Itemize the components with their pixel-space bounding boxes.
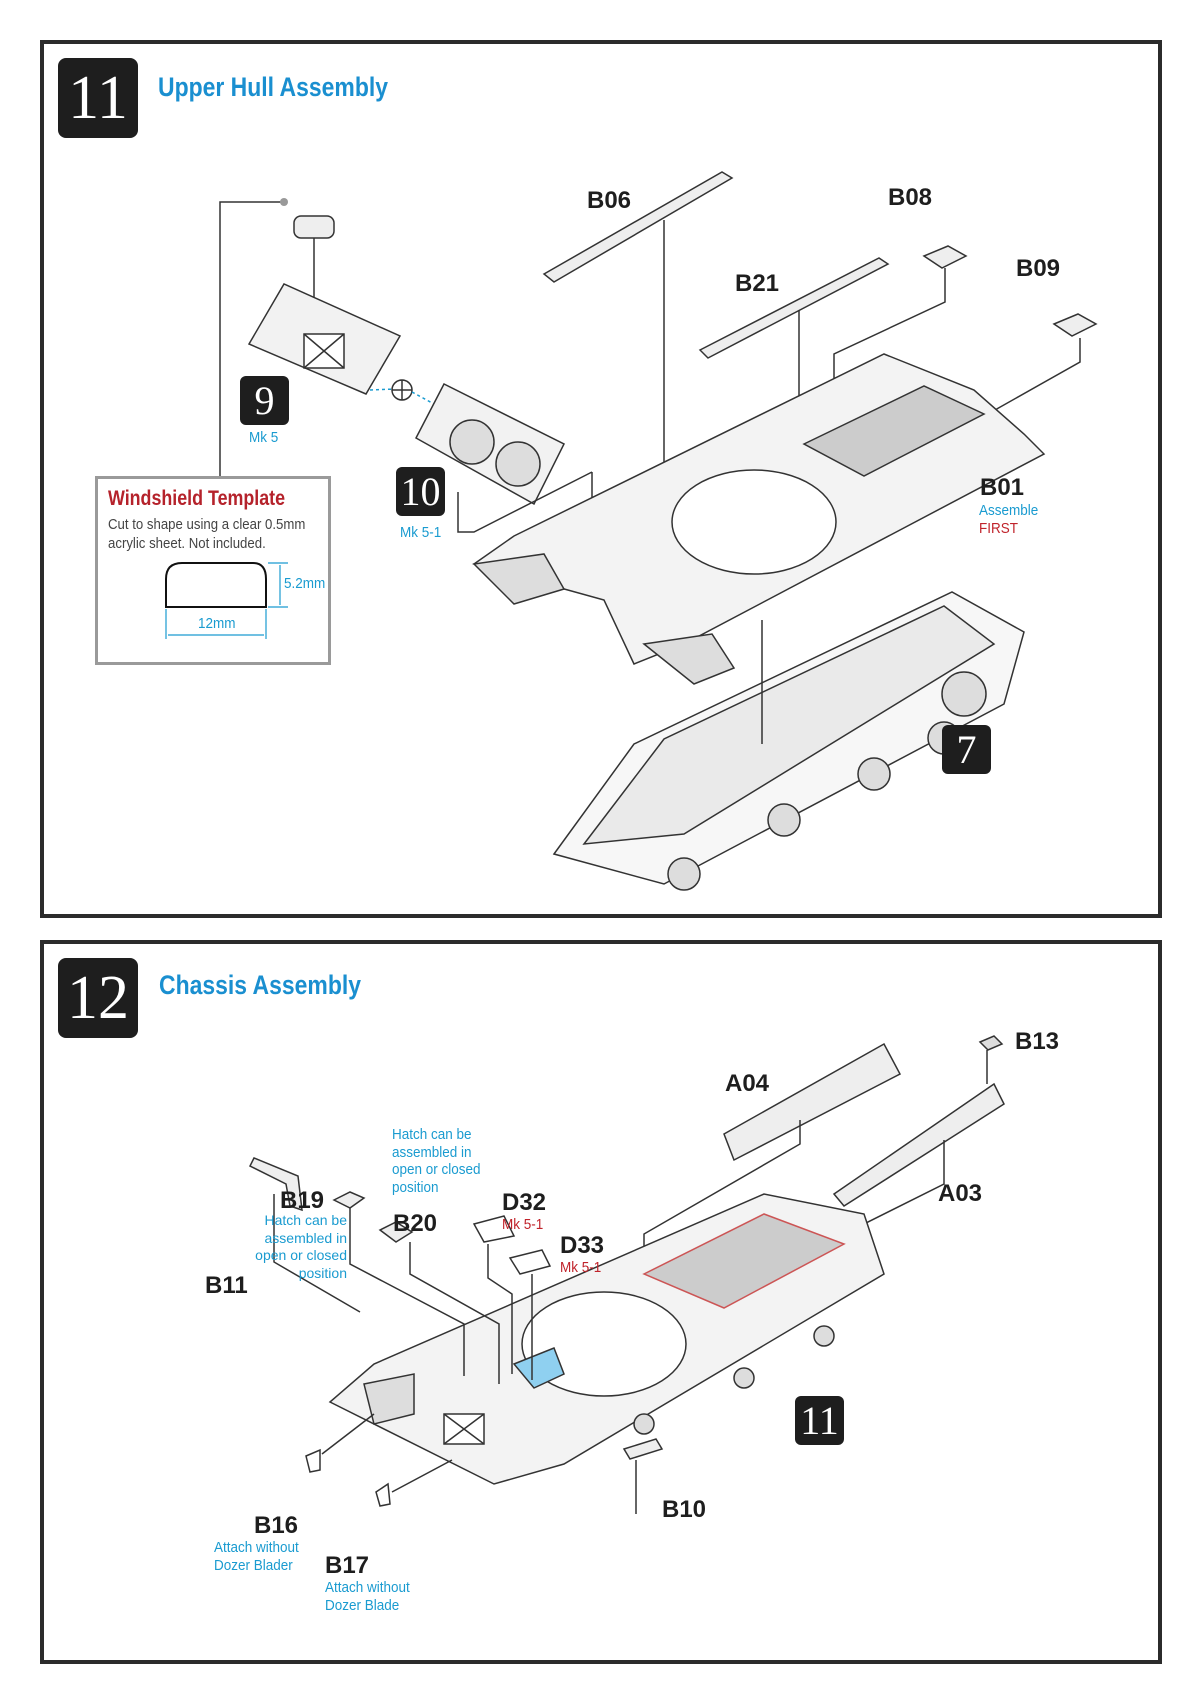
note-line: Attach without [214,1539,299,1556]
ref-step-11-badge: 11 [795,1396,844,1445]
part-label-a04: A04 [725,1070,770,1097]
windshield-desc-line2: acrylic sheet. Not included. [108,535,266,552]
b01-note: Assemble [979,502,1039,519]
note-line: position [298,1264,347,1281]
ref-step-7-badge: 7 [942,725,991,774]
part-label-b20: B20 [393,1210,438,1237]
note-line: Hatch can be [392,1126,472,1143]
part-b08 [922,245,968,269]
ref-step-9-badge: 9 [240,376,289,425]
part-label-d33: D33 [560,1232,605,1259]
step-title: Upper Hull Assembly [158,72,388,102]
note-line: Dozer Blade [325,1596,400,1614]
part-label-b13: B13 [1015,1028,1060,1055]
part-label-b09: B09 [1016,255,1061,282]
note-line: Attach without [325,1579,410,1596]
part-b19 [332,1191,366,1209]
d33-variant: Mk 5-1 [560,1259,602,1276]
step-12-panel: 12 Chassis Assembly B13 A04 A03 Hatch ca… [40,940,1162,1664]
part-label-b17: B17 [325,1552,370,1579]
part-label-d32: D32 [502,1189,547,1216]
part-d33 [508,1249,552,1275]
ref-step-10-badge: 10 [396,467,445,516]
step-11-panel: 11 Upper Hull Assembly B06 B08 B21 B09 B… [40,40,1162,918]
note-line: open or closed [392,1161,481,1178]
b16-note: Attach without Dozer Blader [214,1539,299,1574]
note-line: Hatch can be [264,1212,348,1228]
b17-note: Attach without Dozer Blade [325,1579,410,1614]
ref-10-note: Mk 5-1 [400,524,442,541]
part-b21 [698,257,890,359]
windshield-template-box: Windshield Template Cut to shape using a… [95,476,331,665]
b01-first-note: FIRST [979,520,1019,537]
note-line: assembled in [264,1229,348,1246]
part-a04 [723,1042,902,1162]
windshield-title: Windshield Template [108,487,286,510]
part-label-b08: B08 [888,184,933,211]
part-b10 [622,1438,664,1460]
upper-hull-diagram [219,171,1098,891]
windshield-part [293,215,335,239]
part-b17 [375,1482,391,1507]
part-b09 [1052,313,1098,337]
part-label-a03: A03 [938,1180,983,1207]
note-line: open or closed [255,1247,347,1263]
b19-hatch-note: Hatch can be assembled in open or closed… [231,1212,347,1282]
windshield-height: 5.2mm [284,575,326,592]
part-label-b11: B11 [205,1272,248,1299]
note-line: assembled in [392,1143,472,1161]
step-title: Chassis Assembly [159,970,361,1000]
part-d32 [472,1215,516,1243]
note-line: position [392,1178,439,1196]
part-label-b01: B01 [980,474,1025,501]
b20-hatch-note: Hatch can be assembled in open or closed… [392,1126,481,1196]
windshield-shape [165,562,288,639]
part-b20 [378,1221,414,1243]
highlight-d32-d33 [512,1347,565,1389]
part-b13 [978,1035,1004,1051]
d32-variant: Mk 5-1 [502,1216,544,1233]
part-label-b10: B10 [662,1496,707,1523]
part-label-b16: B16 [254,1512,299,1539]
part-a03 [832,1082,1005,1207]
step-number-badge: 12 [58,958,138,1038]
chassis-diagram [248,1035,1005,1514]
note-line: Dozer Blader [214,1556,293,1574]
part-label-b06: B06 [587,187,632,214]
part-b11 [248,1157,303,1212]
part-b06 [542,171,734,283]
part-label-b19: B19 [280,1187,325,1214]
leader-line [219,201,284,480]
windshield-desc-line1: Cut to shape using a clear 0.5mm [108,516,306,533]
ref-9-note: Mk 5 [249,429,279,446]
step-number-badge: 11 [58,58,138,138]
part-label-b21: B21 [735,270,780,297]
part-b16 [305,1448,321,1473]
windshield-width: 12mm [198,615,236,632]
